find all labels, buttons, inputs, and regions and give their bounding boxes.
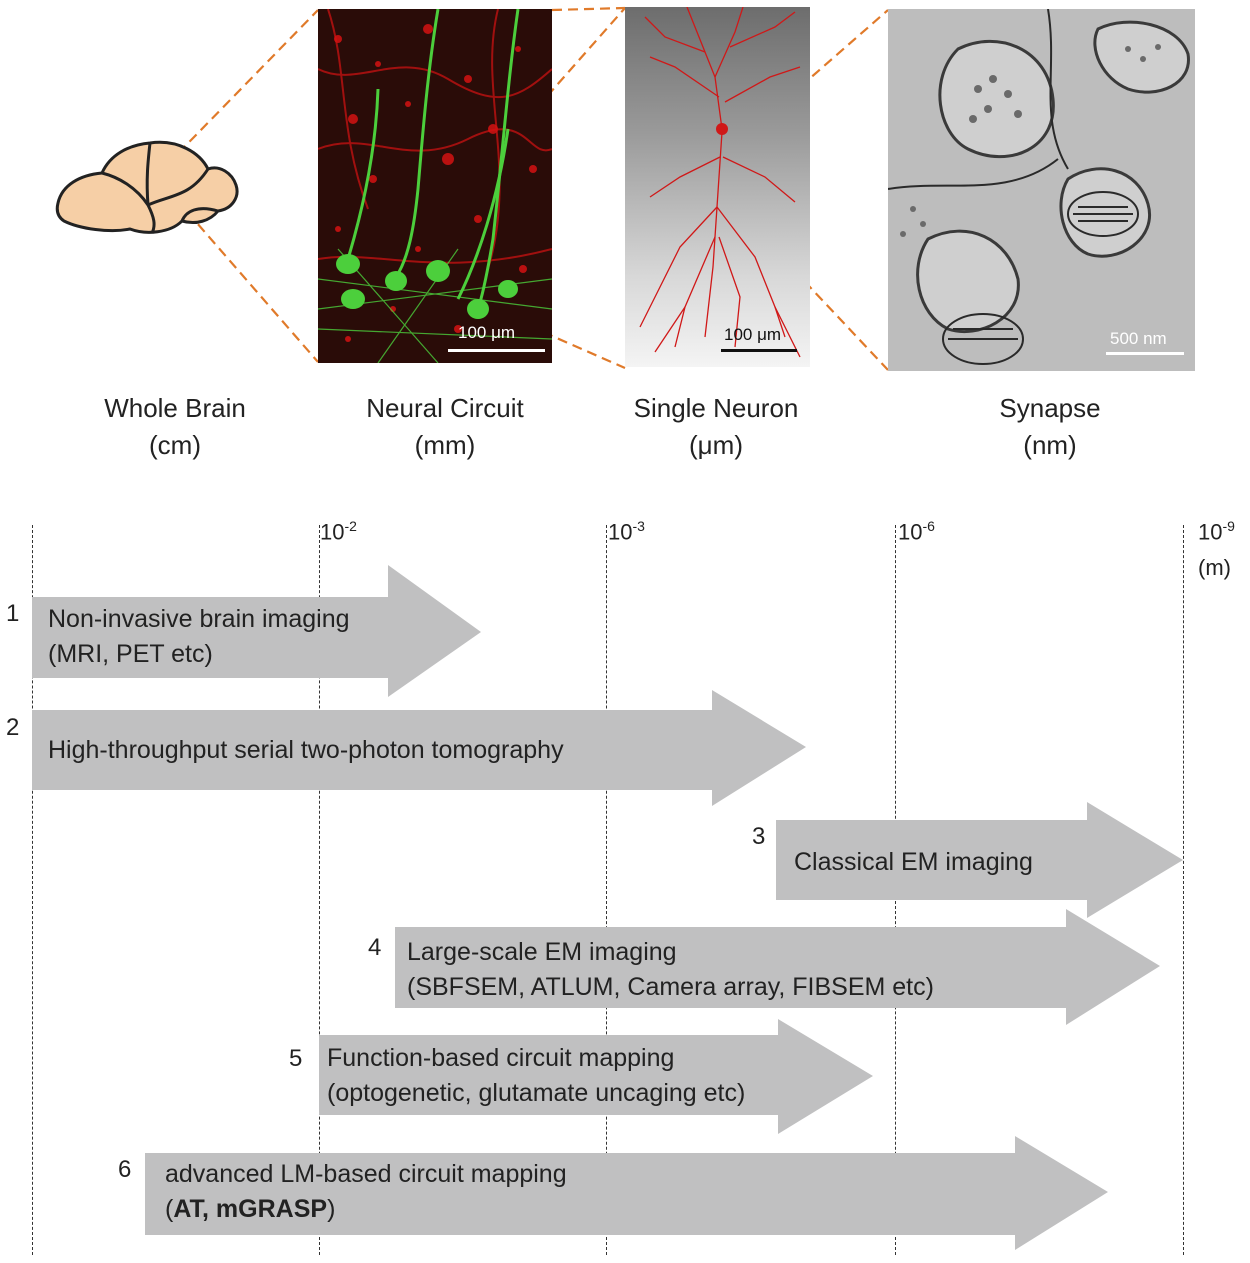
scale-line-4 [1183, 525, 1184, 1255]
scale-line-0 [32, 525, 33, 1255]
method-4-text: Large-scale EM imaging (SBFSEM, ATLUM, C… [407, 935, 934, 1005]
axis-unit-label: (m) [1198, 555, 1231, 580]
arrow-3 [776, 802, 1183, 918]
scale-bar-label-neuron: 100 μm [724, 325, 782, 344]
method-subtitle: (optogenetic, glutamate uncaging etc) [327, 1079, 746, 1107]
row-number-6: 6 [118, 1156, 132, 1183]
level-whole-brain: Whole Brain (cm) [55, 390, 295, 464]
level-name: Synapse [999, 393, 1101, 423]
arrow-4 [395, 909, 1160, 1025]
scale-line-2 [606, 525, 607, 1255]
method-5-text: Function-based circuit mapping (optogene… [327, 1041, 745, 1111]
method-title: advanced LM-based circuit mapping [165, 1160, 567, 1188]
single-neuron-image: 100 μm [625, 7, 810, 367]
tick-label: 10-6 [898, 518, 935, 545]
method-2-text: High-throughput serial two-photon tomogr… [48, 733, 564, 768]
level-unit: (mm) [414, 430, 476, 460]
level-single-neuron: Single Neuron (μm) [596, 390, 836, 464]
level-name: Neural Circuit [366, 393, 524, 423]
neural-circuit-image: 100 μm [318, 9, 552, 363]
method-6-text: advanced LM-based circuit mapping (AT, m… [165, 1157, 567, 1227]
method-title: Function-based circuit mapping [327, 1044, 675, 1072]
row-number-2: 2 [6, 714, 20, 741]
method-3-text: Classical EM imaging [794, 845, 1033, 880]
scale-bar-circuit [448, 349, 545, 352]
scale-bar-label-synapse: 500 nm [1110, 329, 1167, 348]
method-1-text: Non-invasive brain imaging (MRI, PET etc… [48, 602, 350, 672]
synapse-em-image: 500 nm [888, 9, 1195, 371]
level-name: Whole Brain [104, 393, 246, 423]
level-unit: (μm) [689, 430, 743, 460]
scale-bar-synapse [1106, 352, 1184, 355]
method-subtitle: (AT, mGRASP) [165, 1195, 336, 1223]
arrow-1 [32, 565, 481, 697]
arrow-2 [32, 690, 806, 806]
method-title: Classical EM imaging [794, 848, 1033, 876]
method-subtitle: (SBFSEM, ATLUM, Camera array, FIBSEM etc… [407, 973, 934, 1001]
scale-line-1 [319, 525, 320, 1255]
arrow-5 [319, 1019, 873, 1134]
scale-bar-neuron [721, 349, 797, 352]
level-name: Single Neuron [633, 393, 799, 423]
method-title: Non-invasive brain imaging [48, 605, 350, 633]
brain-illustration [55, 140, 239, 234]
level-unit: (cm) [149, 430, 201, 460]
method-title: Large-scale EM imaging [407, 938, 677, 966]
tick-label: 10-9 [1198, 518, 1235, 545]
method-subtitle: (MRI, PET etc) [48, 640, 213, 668]
tick-label: 10-3 [608, 518, 645, 545]
arrow-6 [145, 1136, 1108, 1250]
row-number-3: 3 [752, 823, 766, 850]
row-number-5: 5 [289, 1045, 303, 1072]
level-neural-circuit: Neural Circuit (mm) [325, 390, 565, 464]
tick-label: 10-2 [320, 518, 357, 545]
level-unit: (nm) [1023, 430, 1077, 460]
scale-bar-label-circuit: 100 μm [458, 323, 516, 342]
row-number-4: 4 [368, 934, 382, 961]
level-synapse: Synapse (nm) [930, 390, 1170, 464]
method-title: High-throughput serial two-photon tomogr… [48, 736, 564, 764]
row-number-1: 1 [6, 600, 20, 627]
